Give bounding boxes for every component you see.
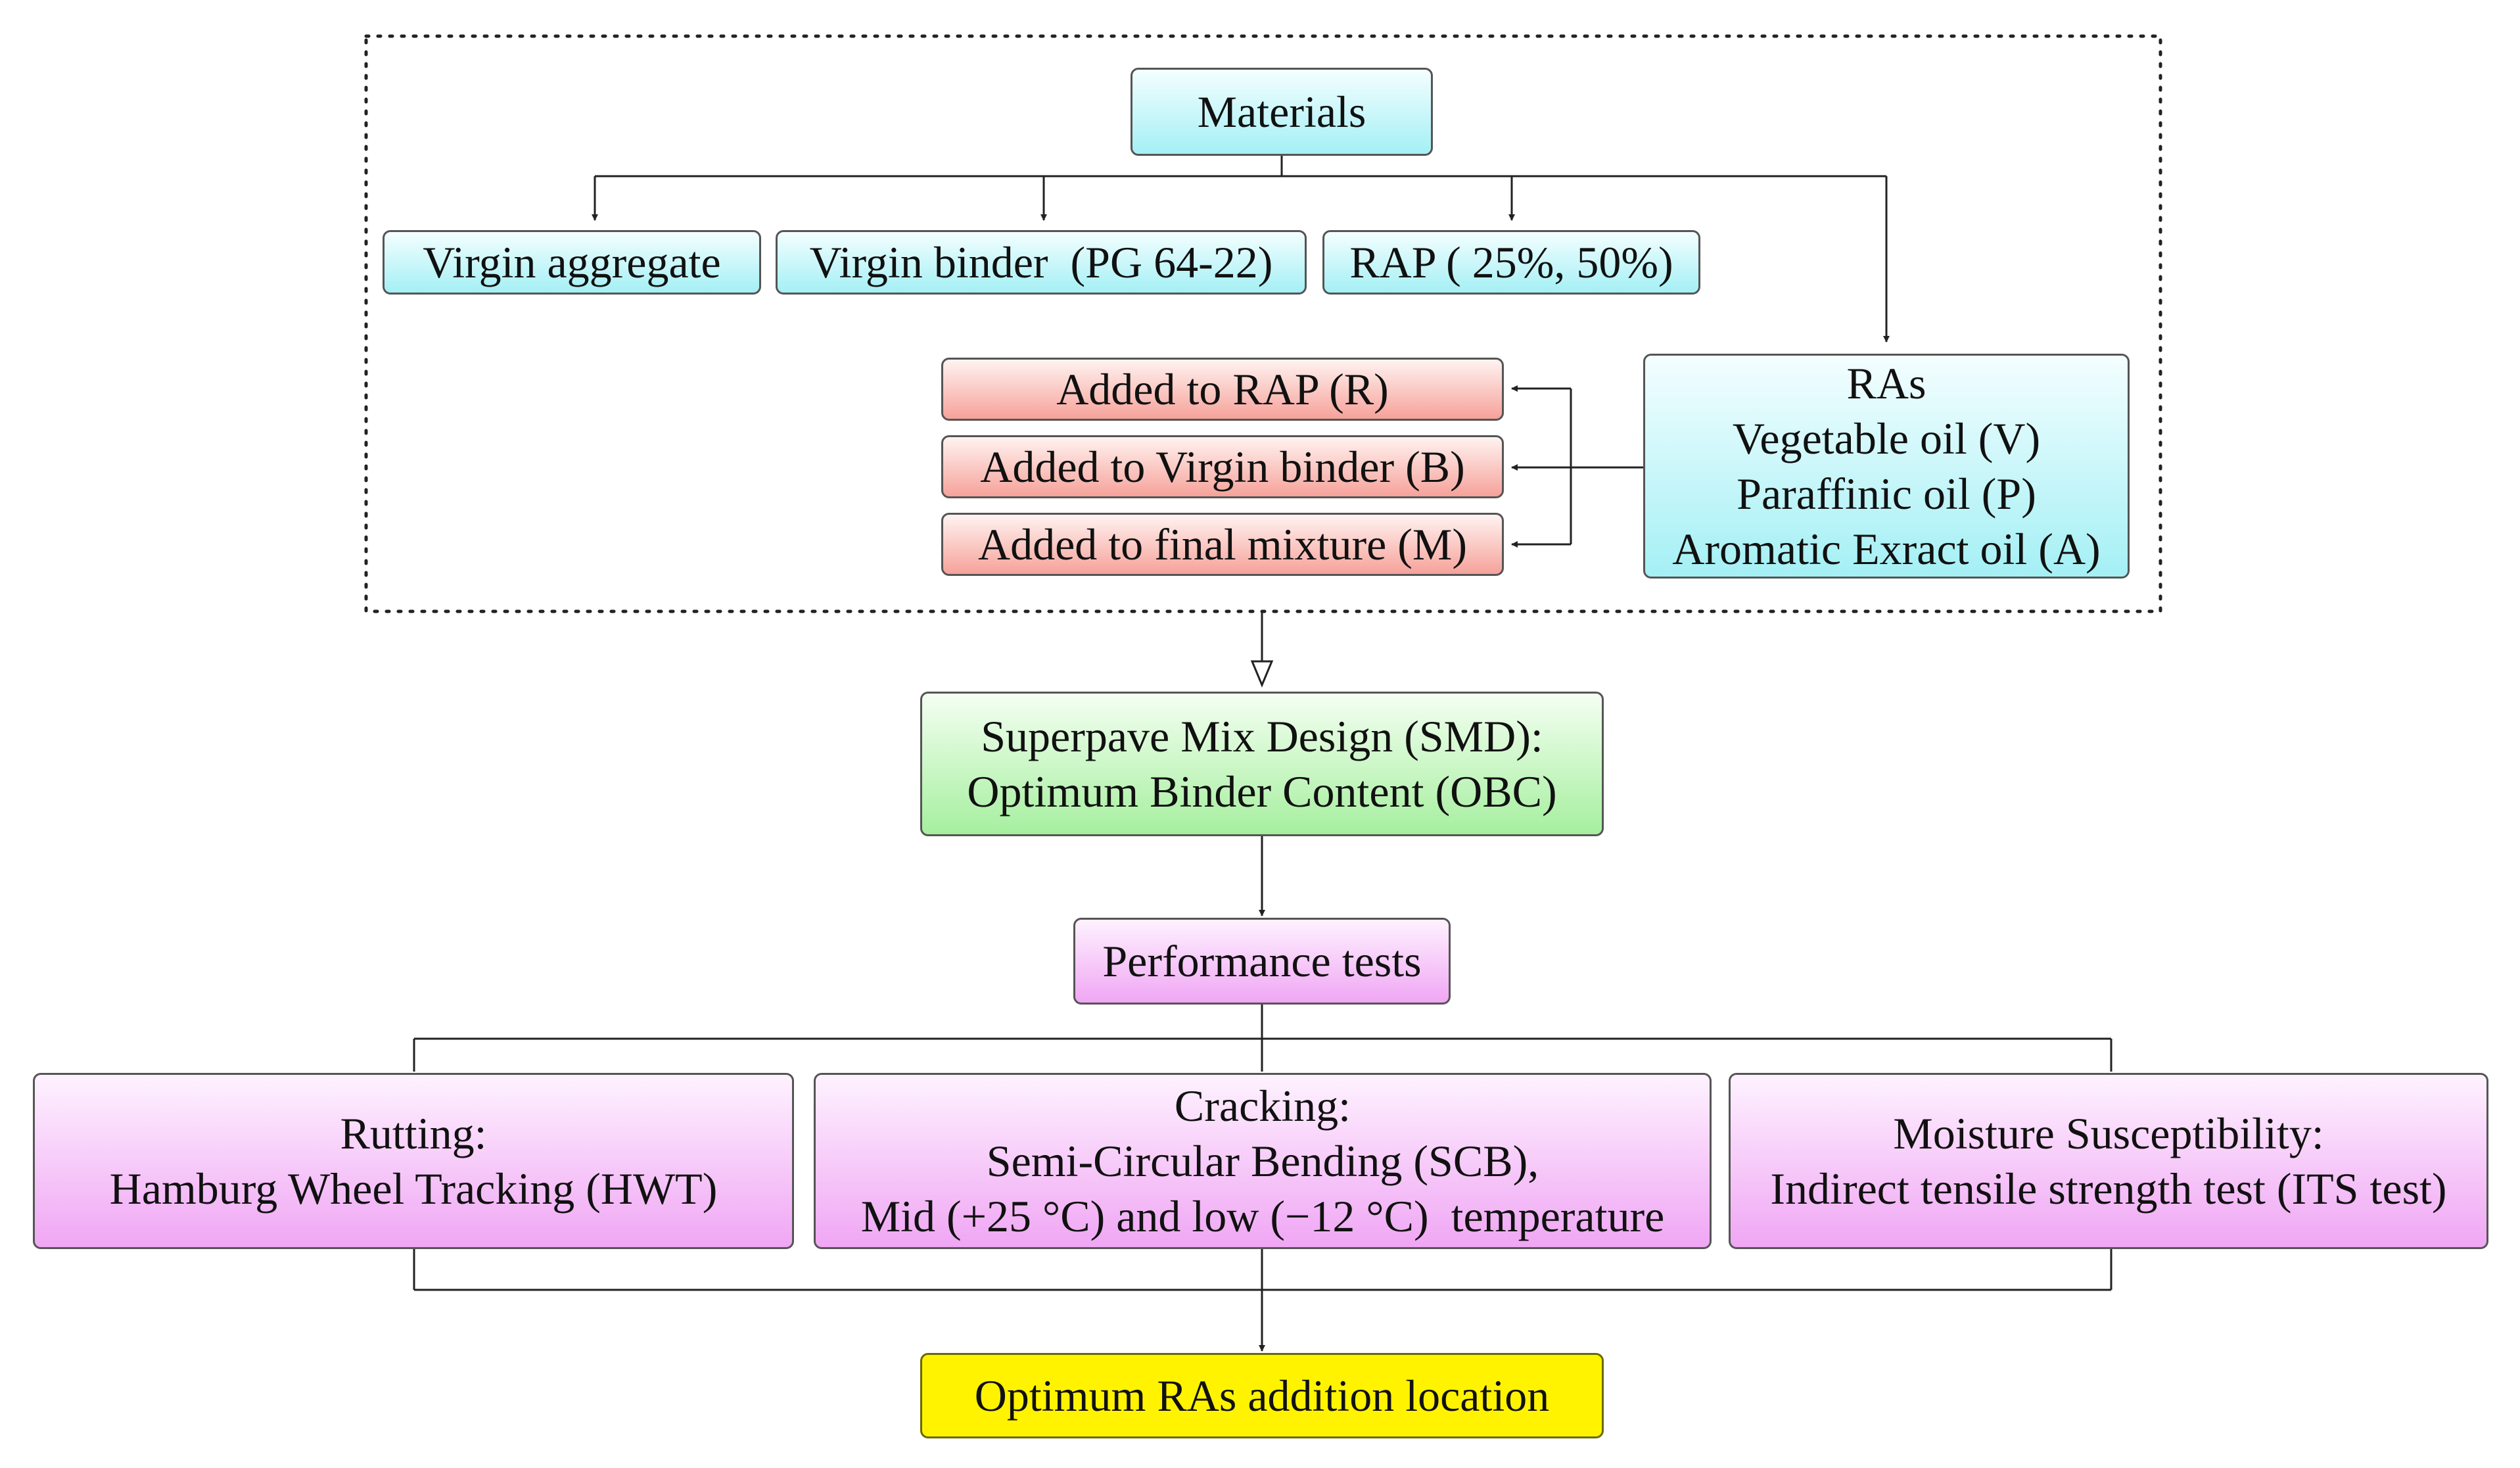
- moisture-box: Moisture Susceptibility: Indirect tensil…: [1729, 1073, 2488, 1249]
- added-to-virgin-binder-label: Added to Virgin binder (B): [980, 442, 1465, 492]
- result-label: Optimum RAs addition location: [974, 1371, 1550, 1421]
- mix-design-line1: Superpave Mix Design (SMD):: [981, 711, 1543, 761]
- moisture-line1: Moisture Susceptibility:: [1893, 1108, 2324, 1158]
- materials-label: Materials: [1197, 87, 1366, 137]
- added-to-final-mixture-box: Added to final mixture (M): [941, 513, 1504, 576]
- materials-group-border: [364, 34, 2162, 613]
- rutting-line2: Hamburg Wheel Tracking (HWT): [109, 1164, 718, 1214]
- performance-tests-label: Performance tests: [1102, 936, 1422, 986]
- mix-design-box: Superpave Mix Design (SMD): Optimum Bind…: [920, 692, 1604, 836]
- ras-item: Paraffinic oil (P): [1737, 469, 2036, 519]
- rap-box: RAP ( 25%, 50%): [1322, 230, 1700, 295]
- cracking-box: Cracking: Semi-Circular Bending (SCB), M…: [814, 1073, 1712, 1249]
- ras-item: Aromatic Exract oil (A): [1672, 524, 2101, 574]
- added-to-rap-box: Added to RAP (R): [941, 358, 1504, 421]
- performance-tests-box: Performance tests: [1073, 918, 1451, 1005]
- materials-box: Materials: [1131, 68, 1433, 156]
- ras-box: RAs Vegetable oil (V) Paraffinic oil (P)…: [1643, 354, 2130, 579]
- added-to-final-mixture-label: Added to final mixture (M): [977, 519, 1468, 569]
- result-box: Optimum RAs addition location: [920, 1353, 1604, 1438]
- cracking-line1: Cracking:: [1174, 1081, 1351, 1131]
- cracking-line3: Mid (+25 °C) and low (−12 °C) temperatur…: [860, 1191, 1665, 1241]
- added-to-virgin-binder-box: Added to Virgin binder (B): [941, 435, 1504, 498]
- virgin-binder-box: Virgin binder (PG 64-22): [776, 230, 1307, 295]
- added-to-rap-label: Added to RAP (R): [1056, 364, 1389, 414]
- rutting-line1: Rutting:: [340, 1108, 487, 1158]
- ras-item: Vegetable oil (V): [1732, 414, 2041, 463]
- mix-design-line2: Optimum Binder Content (OBC): [967, 767, 1557, 817]
- virgin-binder-label: Virgin binder (PG 64-22): [809, 237, 1273, 287]
- ras-title: RAs: [1846, 358, 1926, 408]
- cracking-line2: Semi-Circular Bending (SCB),: [986, 1136, 1539, 1186]
- rap-label: RAP ( 25%, 50%): [1349, 237, 1673, 287]
- moisture-line2: Indirect tensile strength test (ITS test…: [1770, 1164, 2447, 1214]
- open-arrowhead: [1250, 660, 1274, 688]
- rutting-box: Rutting: Hamburg Wheel Tracking (HWT): [33, 1073, 794, 1249]
- virgin-aggregate-label: Virgin aggregate: [423, 237, 721, 287]
- virgin-aggregate-box: Virgin aggregate: [383, 230, 761, 295]
